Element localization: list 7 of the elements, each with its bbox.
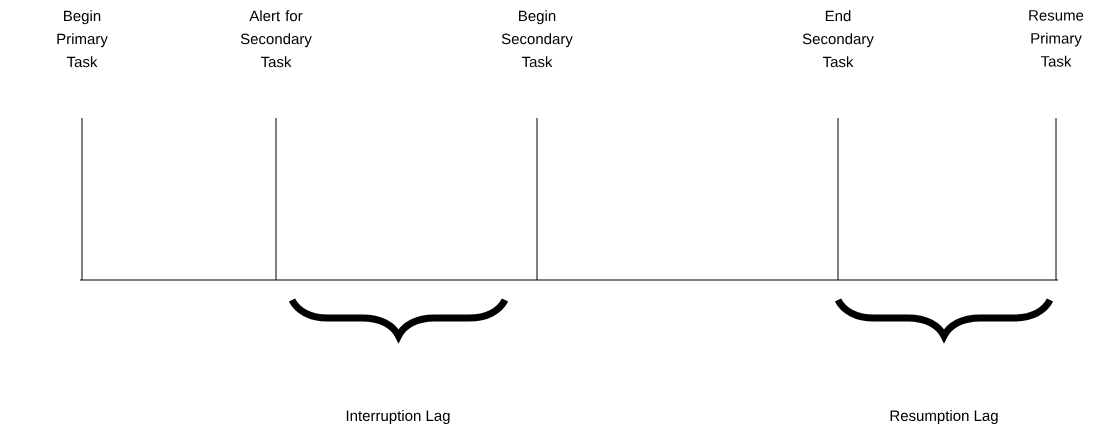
lag-label: Interruption Lag [346,410,450,424]
event-label: Alert for Secondary Task [240,10,312,68]
event-label: Resume Primary Task [1029,10,1084,67]
event-label: Begin Secondary Task [501,10,573,68]
event-label: End Secondary Task [802,10,874,68]
lag-label: Resumption Lag [890,410,998,424]
event-label: Begin Primary Task [57,10,108,68]
